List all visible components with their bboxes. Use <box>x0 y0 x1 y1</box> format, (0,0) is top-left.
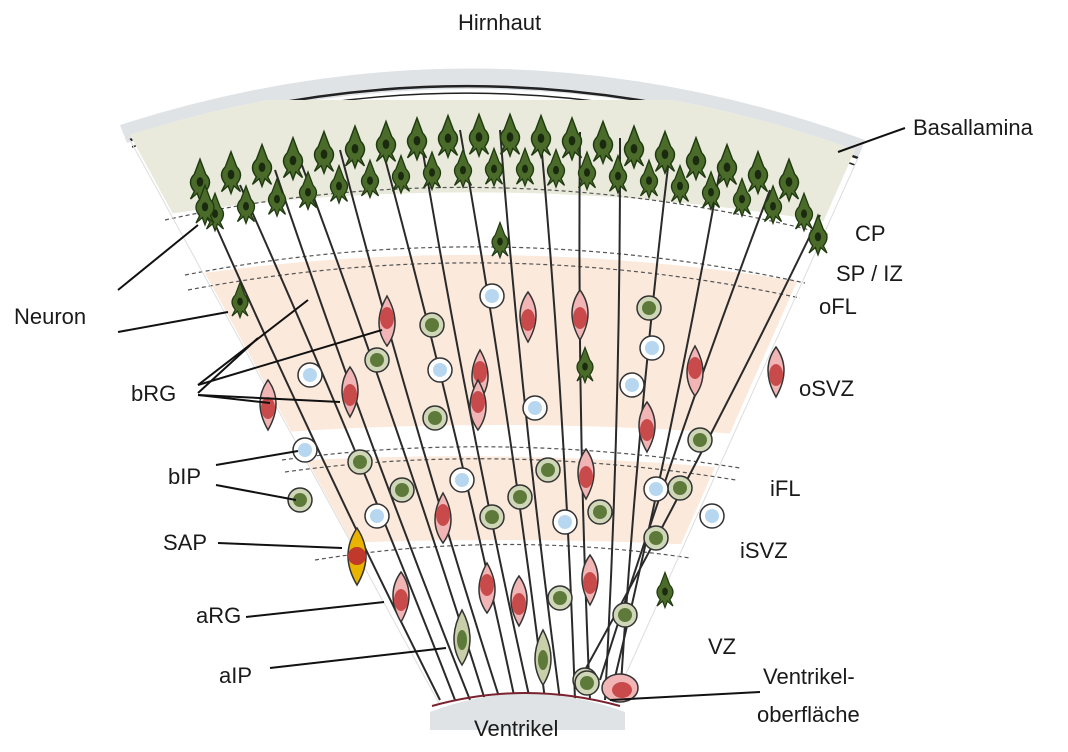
label-ventrikel: Ventrikel <box>474 718 558 740</box>
label-sp-iz: SP / IZ <box>836 263 903 285</box>
label-brg: bRG <box>131 383 176 405</box>
label-ventrikeloberflaeche-2: oberfläche <box>757 704 860 726</box>
label-ofl: oFL <box>819 296 857 318</box>
title-hirnhaut: Hirnhaut <box>458 12 541 34</box>
label-osvz: oSVZ <box>799 378 854 400</box>
label-arg: aRG <box>196 605 241 627</box>
label-isvz: iSVZ <box>740 540 788 562</box>
label-basallamina: Basallamina <box>913 117 1033 139</box>
label-neuron: Neuron <box>14 306 86 328</box>
label-ventrikeloberflaeche-1: Ventrikel- <box>763 666 855 688</box>
label-bip: bIP <box>168 466 201 488</box>
label-sap: SAP <box>163 532 207 554</box>
label-ifl: iFL <box>770 478 801 500</box>
label-cp: CP <box>855 223 886 245</box>
label-aip: aIP <box>219 665 252 687</box>
label-vz: VZ <box>708 636 736 658</box>
